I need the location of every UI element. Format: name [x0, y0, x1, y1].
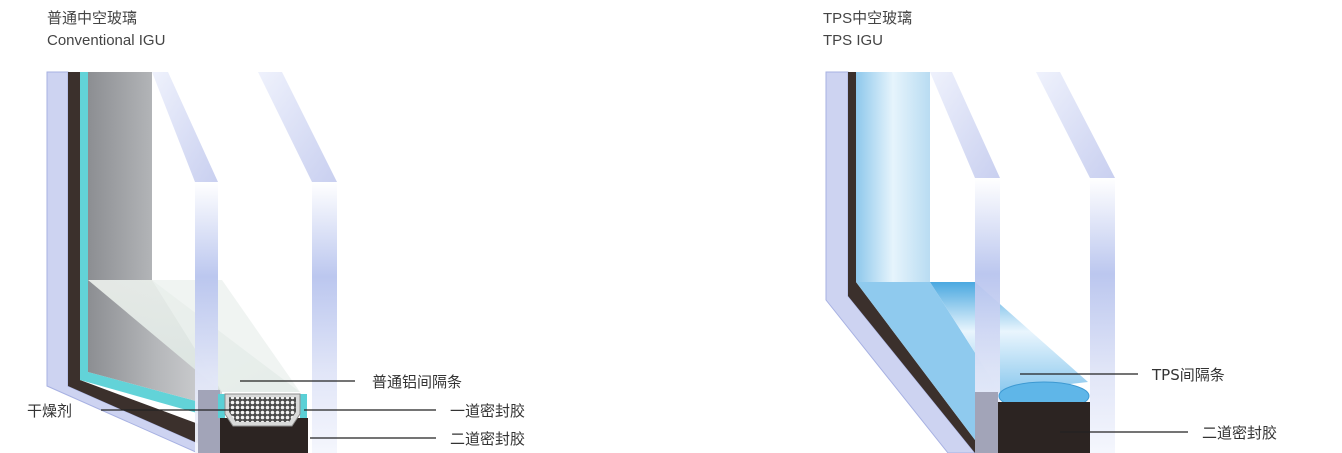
left-spacer-top	[152, 280, 300, 392]
tps-igu-illustration	[825, 71, 1115, 453]
title-left-en: Conventional IGU	[47, 32, 166, 49]
label-primary-seal: 一道密封胶	[450, 402, 525, 420]
tps-cavity-face	[856, 72, 930, 282]
left-inner-cavity-face	[88, 72, 222, 408]
title-conventional-igu: 普通中空玻璃 Conventional IGU	[47, 8, 165, 52]
title-right-en: TPS IGU	[823, 32, 884, 49]
tps-cavity-floor	[856, 282, 1000, 440]
label-tps-spacer: TPS间隔条	[1151, 366, 1225, 384]
tps-inner-pane-vertical	[1090, 178, 1115, 453]
title-left-cn: 普通中空玻璃	[47, 10, 138, 27]
tps-outer-glass-section	[975, 392, 998, 453]
label-aluminium-spacer: 普通铝间隔条	[372, 373, 462, 391]
label-desiccant: 干燥剂	[27, 402, 72, 420]
tps-secondary-sealant-section	[998, 402, 1090, 453]
left-primary-seal-section-a	[218, 394, 225, 418]
desiccant-beads	[229, 397, 296, 422]
title-tps-igu: TPS中空玻璃 TPS IGU	[823, 8, 912, 52]
label-secondary-seal-left: 二道密封胶	[450, 430, 525, 448]
inner-pane-top	[258, 72, 337, 182]
conventional-igu-illustration	[46, 71, 337, 453]
middle-pane-vertical	[195, 182, 218, 453]
inner-pane-vertical	[312, 182, 337, 453]
tps-middle-pane-top	[930, 72, 1000, 178]
tps-inner-pane-top	[1036, 72, 1115, 178]
middle-pane-top	[152, 72, 218, 182]
label-secondary-seal-right: 二道密封胶	[1202, 424, 1277, 442]
tps-spacer-tube	[930, 282, 1088, 392]
left-primary-seal-section-b	[300, 394, 307, 418]
left-outer-glass-section	[198, 390, 220, 453]
title-right-cn: TPS中空玻璃	[823, 10, 913, 27]
